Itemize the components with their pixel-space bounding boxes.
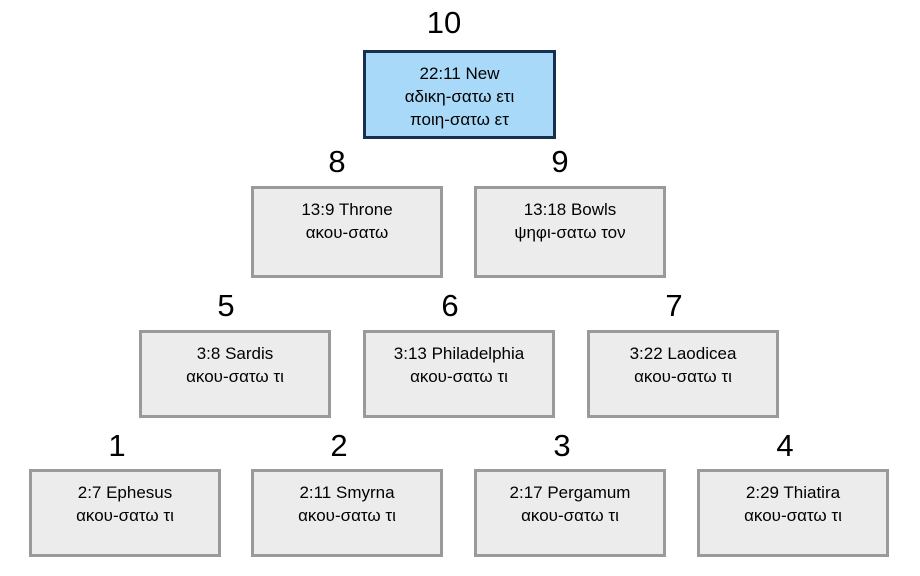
node-box-6[interactable]: 3:13 Philadelphia ακου-σατω τι [363,330,555,418]
node-box-4[interactable]: 2:29 Thiatira ακου-σατω τι [697,469,889,557]
node-9-text-line-2: ψηφι-σατω τον [514,223,626,242]
node-8-text-line-2: ακου-σατω [305,223,389,242]
node-1-text-line-2: ακου-σατω τι [76,506,174,525]
node-10-text-line-2: αδικη-σατω ετι [404,87,515,106]
node-5-text-line-2: ακου-σατω τι [186,367,284,386]
node-6-text-line-1: 3:13 Philadelphia [393,344,525,363]
node-number-label-9: 9 [551,144,569,179]
node-2-text-line-2: ακου-σατω τι [298,506,396,525]
node-4-text-line-1: 2:29 Thiatira [745,483,841,502]
node-box-1[interactable]: 2:7 Ephesus ακου-σατω τι [29,469,221,557]
node-number-label-8: 8 [328,144,346,179]
node-6-text-line-2: ακου-σατω τι [410,367,508,386]
node-4-text-line-2: ακου-σατω τι [744,506,842,525]
node-box-3[interactable]: 2:17 Pergamum ακου-σατω τι [474,469,666,557]
node-number-label-6: 6 [441,288,459,323]
node-8-text-line-1: 13:9 Throne [301,200,393,219]
node-number-label-10: 10 [426,5,462,40]
node-10-text-line-1: 22:11 New [419,64,500,83]
node-box-7[interactable]: 3:22 Laodicea ακου-σατω τι [587,330,779,418]
node-box-2[interactable]: 2:11 Smyrna ακου-σατω τι [251,469,443,557]
node-box-9[interactable]: 13:18 Bowls ψηφι-σατω τον [474,186,666,278]
node-3-text-line-1: 2:17 Pergamum [509,483,631,502]
node-1-text-line-1: 2:7 Ephesus [77,483,173,502]
node-box-5[interactable]: 3:8 Sardis ακου-σατω τι [139,330,331,418]
node-7-text-line-1: 3:22 Laodicea [629,344,737,363]
node-box-8[interactable]: 13:9 Throne ακου-σατω [251,186,443,278]
node-box-10[interactable]: 22:11 New αδικη-σατω ετι ποιη-σατω ετ [363,50,556,139]
node-9-text-line-1: 13:18 Bowls [523,200,617,219]
node-5-text-line-1: 3:8 Sardis [196,344,274,363]
node-7-text-line-2: ακου-σατω τι [634,367,732,386]
node-3-text-line-2: ακου-σατω τι [521,506,619,525]
node-10-text-line-3: ποιη-σατω ετ [410,110,509,129]
node-2-text-line-1: 2:11 Smyrna [299,483,395,502]
node-number-label-2: 2 [330,428,348,463]
node-number-label-5: 5 [217,288,235,323]
node-number-label-3: 3 [553,428,571,463]
node-number-label-7: 7 [665,288,683,323]
node-number-label-1: 1 [108,428,126,463]
node-number-label-4: 4 [776,428,794,463]
